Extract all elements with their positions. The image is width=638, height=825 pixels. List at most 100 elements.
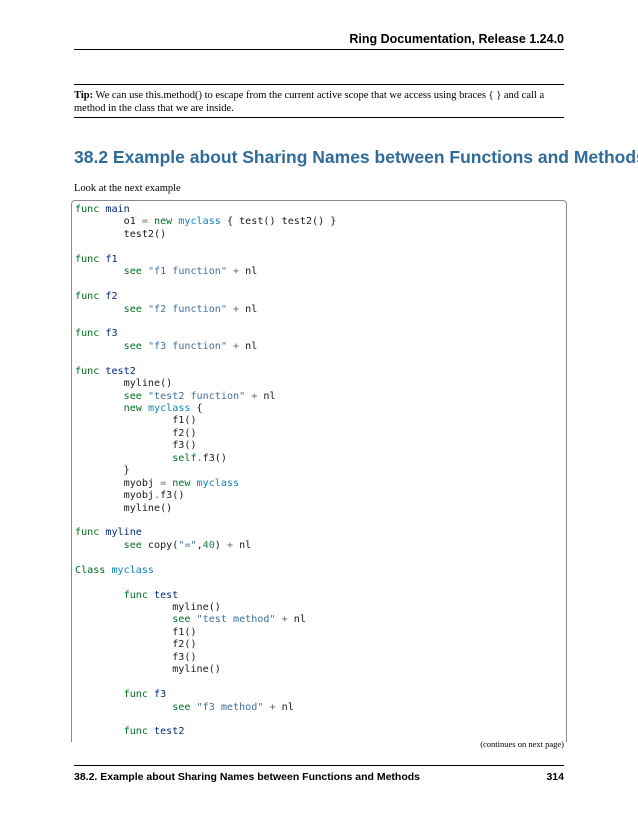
page-header: Ring Documentation, Release 1.24.0	[349, 32, 564, 46]
code-token: func	[123, 589, 148, 601]
code-line: f1()	[75, 415, 565, 427]
tip-box: Tip: We can use this.method() to escape …	[74, 84, 564, 118]
code-token: see	[172, 701, 191, 713]
section-title: 38.2 Example about Sharing Names between…	[74, 147, 638, 167]
code-token: func	[123, 726, 148, 738]
code-token: test2	[105, 365, 136, 377]
code-token: new	[172, 477, 191, 489]
code-line	[75, 515, 565, 527]
code-token: f2()	[75, 639, 197, 651]
code-token: {	[190, 403, 203, 414]
code-line	[75, 577, 565, 589]
code-line: myline()	[75, 503, 565, 515]
code-token	[75, 266, 124, 277]
code-token: func	[75, 328, 100, 340]
code-token: f3()	[160, 490, 185, 502]
code-line: func f1	[75, 254, 565, 266]
code-token: myclass	[196, 477, 240, 489]
code-line: func f2	[75, 291, 565, 303]
code-line	[75, 279, 565, 291]
code-line	[75, 316, 565, 328]
code-token: nl	[257, 390, 276, 402]
code-token: "test method"	[196, 614, 276, 626]
code-token: f1	[105, 253, 118, 265]
code-line: }	[75, 465, 565, 477]
header-divider	[74, 49, 564, 50]
code-token: test2	[154, 726, 185, 738]
code-token: myobj	[75, 490, 155, 502]
code-line: see "f3 method" + nl	[75, 702, 565, 714]
code-line: myline()	[75, 602, 565, 614]
code-line	[75, 677, 565, 689]
code-token: see	[172, 614, 191, 626]
code-token: myclass	[178, 216, 221, 228]
code-line: func myline	[75, 527, 565, 539]
code-token: f3()	[75, 651, 197, 663]
code-line: see "f2 function" + nl	[75, 304, 565, 316]
code-token: "f3 method"	[196, 701, 264, 713]
code-token: 40	[202, 539, 215, 551]
code-token: func	[123, 689, 148, 701]
code-line	[75, 241, 565, 253]
code-line: f2()	[75, 639, 565, 651]
code-line: func test2	[75, 726, 565, 738]
code-line: func test	[75, 590, 565, 602]
code-token: "="	[178, 539, 197, 551]
code-token	[75, 614, 172, 625]
tip-label: Tip:	[74, 90, 94, 101]
code-token	[75, 590, 124, 601]
code-token: func	[75, 291, 100, 303]
code-token: see	[123, 266, 142, 278]
code-token: "test2 function"	[147, 390, 246, 402]
code-token: }	[75, 465, 130, 477]
code-line: func f3	[75, 689, 565, 701]
code-token: myline()	[75, 502, 173, 514]
code-line	[75, 714, 565, 726]
code-line: see "f1 function" + nl	[75, 266, 565, 278]
code-line: myobj.f3()	[75, 490, 565, 502]
code-line: func main	[75, 204, 565, 216]
code-token	[75, 689, 124, 700]
code-token: nl	[287, 614, 306, 626]
code-token: =	[160, 477, 167, 489]
code-token: "f3 function"	[147, 340, 227, 352]
code-line: see "test method" + nl	[75, 614, 565, 626]
code-token: nl	[233, 539, 252, 551]
code-token: ,	[196, 539, 203, 551]
code-token: f3	[105, 328, 118, 340]
code-line: f3()	[75, 652, 565, 664]
code-token: myline()	[75, 664, 221, 676]
code-line: self.f3()	[75, 453, 565, 465]
code-token: +	[233, 303, 240, 315]
code-token	[75, 403, 124, 414]
code-line: test2()	[75, 229, 565, 241]
code-line: f1()	[75, 627, 565, 639]
code-token	[75, 726, 124, 737]
code-token: nl	[275, 701, 294, 713]
code-token: self	[172, 452, 197, 464]
code-token: myobj	[75, 477, 161, 489]
code-line: new myclass {	[75, 403, 565, 415]
code-token: "f1 function"	[147, 266, 227, 278]
code-token: Class	[75, 564, 106, 576]
code-line: myline()	[75, 664, 565, 676]
code-token: myclass	[111, 564, 155, 576]
code-token	[75, 341, 124, 352]
code-line: myobj = new myclass	[75, 478, 565, 490]
code-block	[71, 200, 567, 742]
code-token: func	[75, 204, 100, 215]
code-line: see "f3 function" + nl	[75, 341, 565, 353]
code-token: +	[233, 340, 240, 352]
code-token: new	[123, 403, 142, 414]
code-token: nl	[239, 266, 258, 278]
code-lines: func main o1 = new myclass { test() test…	[75, 204, 565, 739]
code-token: func	[75, 527, 100, 539]
code-line: f3()	[75, 440, 565, 452]
code-token: main	[105, 204, 130, 215]
code-line	[75, 552, 565, 564]
code-token: .	[154, 490, 161, 502]
code-token: f2()	[75, 427, 197, 439]
code-token: myline	[105, 527, 142, 539]
code-token	[75, 702, 172, 713]
code-token: f1()	[75, 415, 197, 427]
